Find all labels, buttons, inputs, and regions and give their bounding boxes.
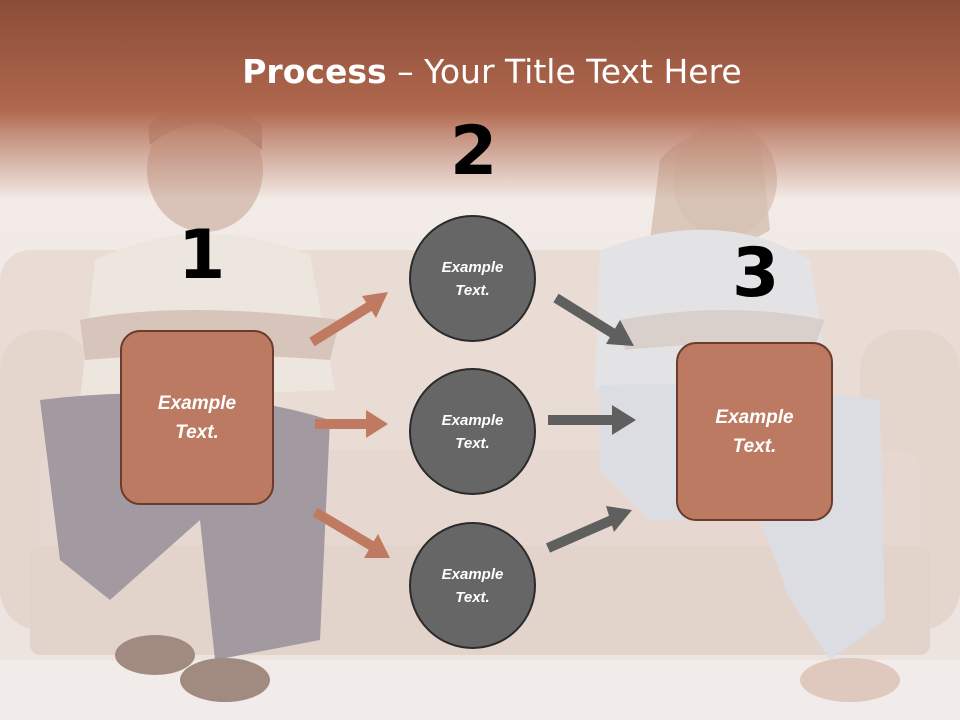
step-number-1: 1 bbox=[178, 216, 226, 295]
circle-bottom[interactable]: Example Text. bbox=[409, 522, 536, 649]
circle-top-label: Example Text. bbox=[441, 258, 504, 299]
left-text-box[interactable]: Example Text. bbox=[120, 330, 274, 505]
title-rest: – Your Title Text Here bbox=[386, 52, 742, 91]
title-bold: Process bbox=[242, 52, 387, 91]
left-box-label: Example Text. bbox=[157, 392, 237, 443]
circle-bottom-label: Example Text. bbox=[441, 565, 504, 606]
circle-middle-label: Example Text. bbox=[441, 411, 504, 452]
step-number-2: 2 bbox=[450, 112, 498, 191]
slide-title: Process – Your Title Text Here bbox=[0, 52, 960, 91]
circle-middle[interactable]: Example Text. bbox=[409, 368, 536, 495]
circle-top[interactable]: Example Text. bbox=[409, 215, 536, 342]
step-number-3: 3 bbox=[732, 234, 780, 313]
title-band bbox=[0, 0, 960, 200]
right-box-label: Example Text. bbox=[715, 406, 794, 457]
right-text-box[interactable]: Example Text. bbox=[676, 342, 833, 521]
